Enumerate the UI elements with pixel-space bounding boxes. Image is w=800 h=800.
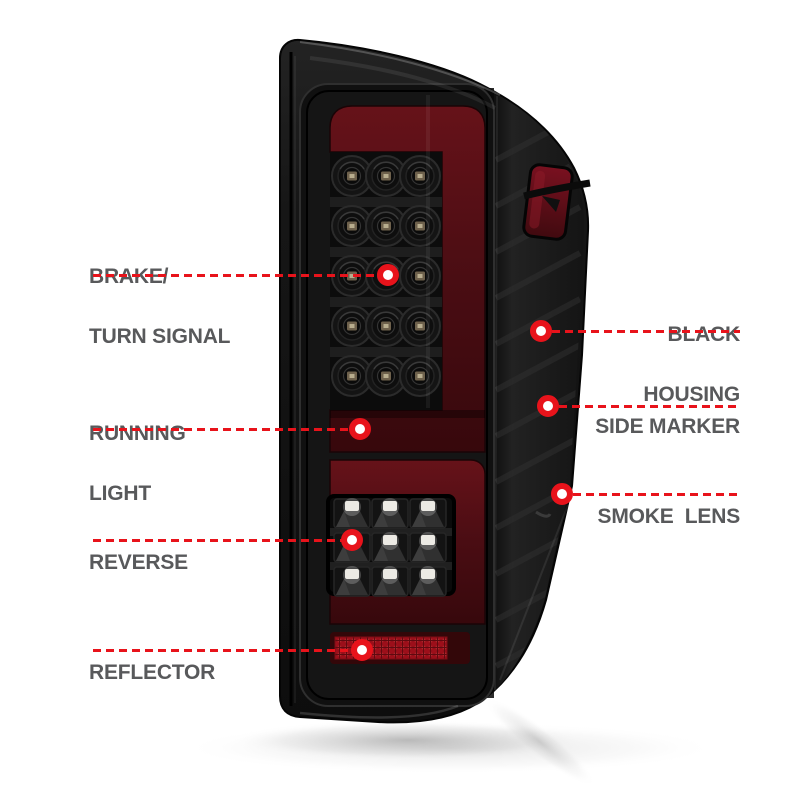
callout-label-line: BRAKE/ — [89, 266, 230, 287]
callout-label-line: REVERSE — [89, 551, 188, 574]
callout-dot — [349, 418, 371, 440]
callout-leader-line — [573, 493, 740, 496]
callout-leader-line — [93, 428, 351, 431]
side-marker-lens — [522, 163, 591, 241]
callout-leader-line — [93, 649, 353, 652]
callout-leader-line — [93, 274, 379, 277]
callout-label-brake-turn-signal: BRAKE/ TURN SIGNAL — [89, 227, 230, 387]
callout-label-line: SIDE MARKER — [595, 415, 740, 438]
callout-dot — [351, 639, 373, 661]
callout-dot — [537, 395, 559, 417]
callout-label-line: TURN SIGNAL — [89, 325, 231, 348]
callout-label-line: REFLECTOR — [89, 661, 216, 684]
callout-label-reflector: REFLECTOR — [89, 623, 215, 763]
callout-label-reverse: REVERSE — [89, 513, 188, 653]
callout-label-line: BLACK — [667, 323, 741, 346]
callout-dot — [341, 529, 363, 551]
callout-leader-line — [559, 405, 740, 408]
gloss-highlights — [299, 41, 501, 719]
callout-dot — [551, 483, 573, 505]
callout-dot — [530, 320, 552, 342]
callout-label-line: LIGHT — [89, 482, 151, 505]
callout-label-line: HOUSING — [643, 383, 740, 406]
callout-leader-line — [93, 539, 343, 542]
floor-shadow — [180, 697, 720, 787]
callout-dot — [377, 264, 399, 286]
callout-label-smoke-lens: SMOKE LENS — [597, 467, 741, 607]
callout-label-side-marker: SIDE MARKER — [595, 377, 740, 517]
callout-label-line: RUNNING — [89, 422, 186, 445]
callout-label-black-housing: BLACK HOUSING — [643, 285, 740, 445]
callout-leader-line — [552, 330, 740, 333]
callout-label-line: SMOKE LENS — [597, 505, 741, 528]
